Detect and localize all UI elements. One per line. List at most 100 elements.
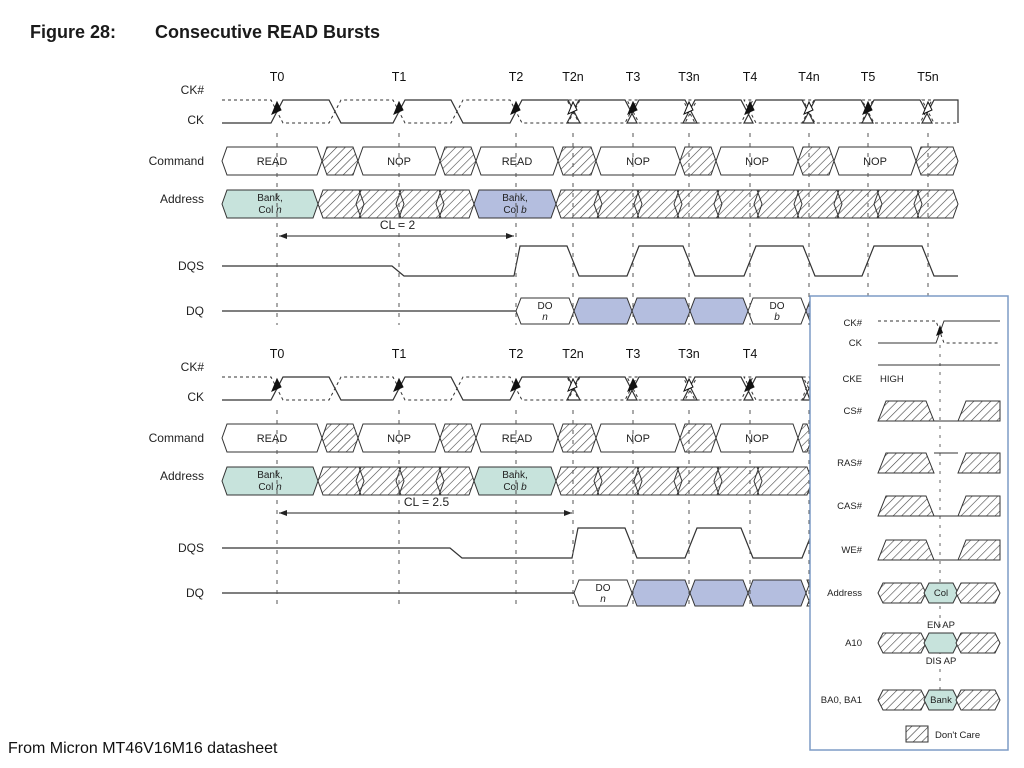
signal-label-address: Address — [160, 469, 204, 483]
address-dont-care — [753, 466, 763, 496]
dq-data-cell — [573, 297, 633, 325]
command-nop-label: NOP — [387, 433, 411, 445]
signal-label-dqs: DQS — [178, 541, 204, 555]
clock-label: T2n — [562, 70, 584, 84]
clock-edge-arrow — [393, 100, 404, 115]
dq-index: n — [600, 594, 606, 605]
address-dont-care — [355, 189, 365, 219]
inset-a10-dont-care — [877, 632, 927, 654]
clock-edge-arrow — [744, 377, 755, 392]
inset-ras-dont-care — [957, 452, 1001, 474]
command-nop-label: NOP — [863, 156, 887, 168]
address-bank-label: Bank, — [257, 470, 283, 481]
inset-label-ck_n: CK# — [844, 318, 863, 329]
cl-arrow-head-left — [279, 510, 287, 516]
clock-label: T3n — [678, 347, 700, 361]
clock-edge-arrow — [393, 377, 404, 392]
address-dont-care — [873, 189, 883, 219]
address-dont-care — [633, 466, 643, 496]
dq-index: n — [542, 312, 548, 323]
cl-arrow-head-right — [506, 233, 514, 239]
address-col-index: b — [521, 205, 527, 216]
clock-edge-arrow — [862, 100, 873, 115]
inset-ras-dont-care — [877, 452, 935, 474]
address-dont-care — [593, 466, 603, 496]
clock-edge-arrow — [271, 100, 282, 115]
clock-label: T0 — [270, 70, 285, 84]
address-dont-care — [435, 466, 445, 496]
inset-cs-dont-care — [877, 400, 935, 422]
clock-edge-arrow — [627, 377, 638, 392]
signal-label-command: Command — [149, 431, 204, 445]
dq-do-label: DO — [538, 301, 553, 312]
command-nop-label: NOP — [626, 433, 650, 445]
ck-n-waveform — [222, 99, 959, 124]
command-nop-label: NOP — [387, 156, 411, 168]
signal-label-address: Address — [160, 192, 204, 206]
inset-address-dont-care — [877, 582, 927, 604]
clock-label: T5n — [917, 70, 939, 84]
inset-address-value: Col — [934, 588, 948, 599]
address-col-label: Col n — [258, 482, 282, 493]
cl-arrow-head-left — [279, 233, 287, 239]
command-nop-label: NOP — [626, 156, 650, 168]
command-dont-care — [321, 146, 359, 176]
command-dont-care — [679, 146, 717, 176]
inset-label-address: Address — [827, 588, 862, 599]
address-col-label: Col n — [258, 205, 282, 216]
clock-label: T4 — [743, 347, 758, 361]
signal-label-dq: DQ — [186, 586, 204, 600]
dq-index-label: b — [774, 312, 780, 323]
dq-do-label: DO — [770, 301, 785, 312]
dq-data-cell — [631, 579, 691, 607]
command-dont-care — [439, 423, 477, 453]
address-bank-label: Bank, — [502, 470, 528, 481]
clock-label: T3 — [626, 347, 641, 361]
command-read-label: READ — [502, 156, 533, 168]
inset-label-ba: BA0, BA1 — [821, 695, 862, 706]
dq-data-cell — [689, 579, 749, 607]
address-bank-label: Bank, — [502, 193, 528, 204]
inset-ba-dont-care — [955, 689, 1001, 711]
clock-edge-arrow — [744, 100, 755, 115]
inset-label-ck: CK — [849, 338, 863, 349]
ck-n-waveform — [222, 376, 816, 401]
address-dont-care — [435, 189, 445, 219]
clock-label: T4n — [798, 70, 820, 84]
inset-ck-n-waveform — [878, 320, 1000, 344]
address-col-index: n — [276, 482, 282, 493]
dont-care-swatch — [905, 725, 929, 743]
dq-index-label: n — [600, 594, 606, 605]
command-dont-care — [321, 423, 359, 453]
inset-a10-dont-care — [955, 632, 1001, 654]
clock-label: T4 — [743, 70, 758, 84]
ck-waveform — [222, 376, 816, 401]
inset-we-dont-care — [957, 539, 1001, 561]
cl-arrow-head-right — [564, 510, 572, 516]
signal-label-ck-n: CK# — [181, 360, 205, 374]
inset-cs-dont-care — [957, 400, 1001, 422]
cas-latency-label: CL = 2 — [380, 218, 416, 232]
figure-title: Figure 28:Consecutive READ Bursts — [30, 22, 380, 43]
inset-cas-dont-care — [877, 495, 935, 517]
figure-caption: Consecutive READ Bursts — [155, 22, 381, 42]
address-col-index: b — [521, 482, 527, 493]
inset-label-cke: CKE — [842, 374, 862, 385]
dq-do-label: DO — [596, 583, 611, 594]
address-dont-care — [633, 189, 643, 219]
inset-address-dont-care — [955, 582, 1001, 604]
clock-edge-arrow — [683, 377, 694, 392]
inset-ba-dont-care — [877, 689, 927, 711]
clock-edge-arrow — [271, 377, 282, 392]
signal-label-ck: CK — [187, 113, 204, 127]
dq-index-label: n — [542, 312, 548, 323]
clock-edge-arrow — [567, 100, 578, 115]
command-dont-care — [557, 146, 597, 176]
address-bank-label: Bank, — [257, 193, 283, 204]
clock-label: T3 — [626, 70, 641, 84]
address-col-label: Col b — [503, 482, 527, 493]
source-note: From Micron MT46V16M16 datasheet — [8, 740, 278, 757]
dq-data-cell — [631, 297, 691, 325]
